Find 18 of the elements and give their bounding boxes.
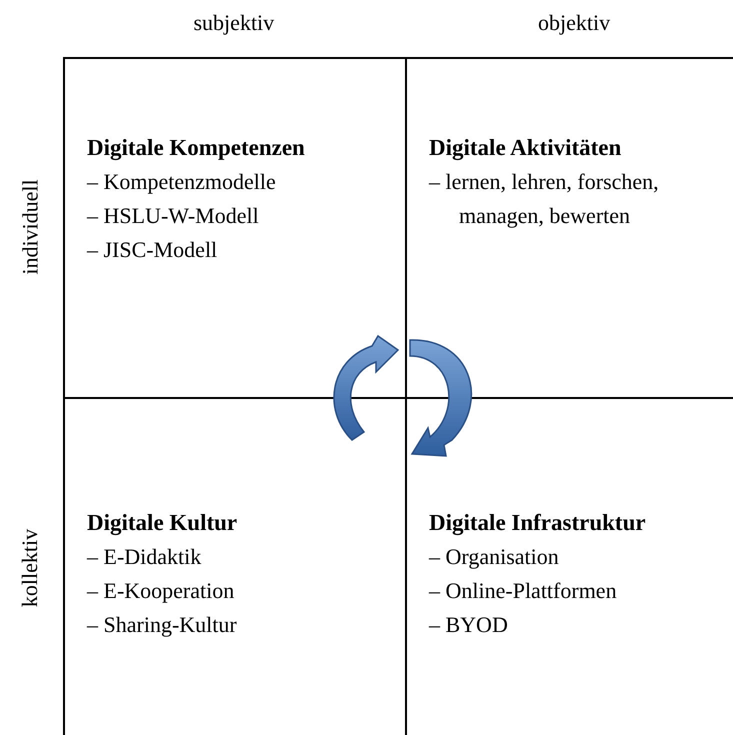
list-item: – JISC-Modell — [87, 236, 218, 264]
quadrant-heading: Digitale Infrastruktur — [429, 509, 646, 538]
list-item: – E-Kooperation — [87, 577, 234, 605]
list-item: – Organisation — [429, 543, 560, 571]
list-item: – HSLU-W-Modell — [87, 202, 259, 230]
list-item: – Kompetenzmodelle — [87, 168, 277, 196]
row-label: kollektiv — [17, 528, 44, 608]
column-label: objektiv — [538, 10, 610, 36]
row-label: individuell — [17, 179, 44, 275]
list-item: – BYOD — [429, 611, 509, 639]
list-item: – E-Didaktik — [87, 543, 202, 571]
list-item: – Sharing-Kultur — [87, 611, 237, 639]
list-item: – Online-Plattformen — [429, 577, 617, 605]
column-label: subjektiv — [194, 10, 274, 36]
list-item: – lernen, lehren, forschen, managen, bewerten — [429, 168, 660, 230]
quadrant-heading: Digitale Aktivitäten — [429, 134, 622, 162]
quadrant-heading: Digitale Kompetenzen — [87, 134, 305, 162]
quadrant-heading: Digitale Kultur — [87, 509, 238, 538]
